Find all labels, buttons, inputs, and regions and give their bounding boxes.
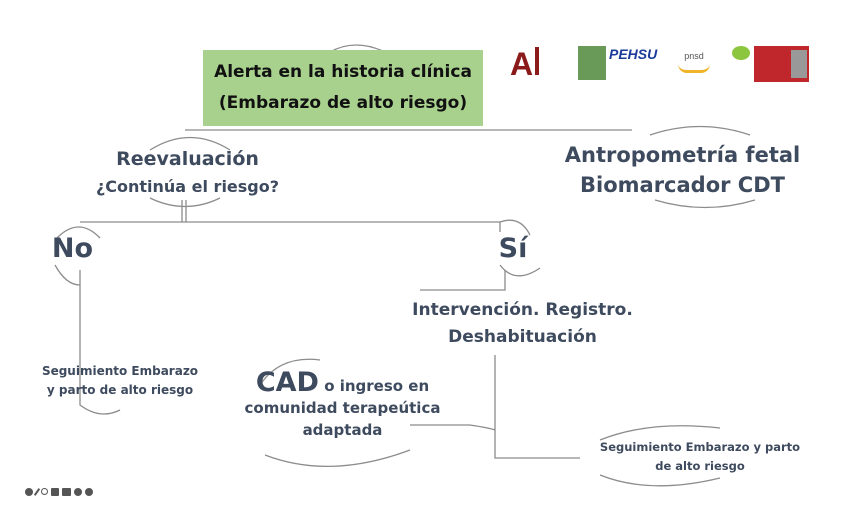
yes-followup-line2: de alto riesgo <box>655 459 745 473</box>
cad-line3: adaptada <box>302 421 383 439</box>
universidad-murcia-logo <box>754 46 809 82</box>
yes-followup-text: Seguimiento Embarazo y parto de alto rie… <box>580 438 820 476</box>
cad-text: CAD o ingreso en comunidad terapeútica a… <box>235 369 450 441</box>
alert-box: Alerta en la historia clínica (Embarazo … <box>203 50 483 126</box>
cad-acronym: CAD <box>255 367 319 398</box>
reevaluation-question: ¿Continúa el riesgo? <box>95 177 280 196</box>
camera-icon[interactable] <box>62 488 71 496</box>
no-label: No <box>51 233 94 264</box>
pehsu-logo: PEHSU <box>578 46 673 82</box>
reevaluation-title: Reevaluación <box>116 148 259 170</box>
cad-rest: o ingreso en <box>318 377 430 395</box>
reevaluation-text: Reevaluación ¿Continúa el riesgo? <box>95 146 280 200</box>
plus-icon[interactable] <box>85 488 93 496</box>
tests-text: Antropometría fetal Biomarcador CDT <box>560 140 805 200</box>
fullscreen-icon[interactable] <box>51 488 59 496</box>
alert-line1: Alerta en la historia clínica <box>214 62 472 82</box>
settings-icon[interactable] <box>25 488 33 496</box>
logos: A PEHSU pnsd <box>510 46 810 82</box>
no-followup-text: Seguimiento Embarazo y parto de alto rie… <box>30 362 210 400</box>
pnsd-logo: pnsd <box>678 46 710 82</box>
minus-icon[interactable] <box>74 488 82 496</box>
no-followup-line1: Seguimiento Embarazo <box>41 364 199 378</box>
zoom-icon[interactable] <box>41 488 48 495</box>
pen-icon[interactable] <box>33 488 41 496</box>
yes-followup-line1: Seguimiento Embarazo y parto <box>599 440 801 454</box>
no-followup-line2: y parto de alto riesgo <box>46 383 194 397</box>
ai-logo: A <box>510 46 570 82</box>
imib-logo <box>732 46 754 82</box>
tests-line2: Biomarcador CDT <box>580 173 785 197</box>
intervention-line1: Intervención. Registro. <box>412 300 633 320</box>
cad-line2: comunidad terapeútica <box>244 399 441 417</box>
tests-line1: Antropometría fetal <box>564 143 801 167</box>
yes-label: Sí <box>498 233 528 264</box>
intervention-text: Intervención. Registro. Deshabituación <box>400 297 645 351</box>
alert-line2: (Embarazo de alto riesgo) <box>218 93 468 113</box>
presentation-toolbar <box>25 488 93 496</box>
intervention-line2: Deshabituación <box>448 327 597 347</box>
